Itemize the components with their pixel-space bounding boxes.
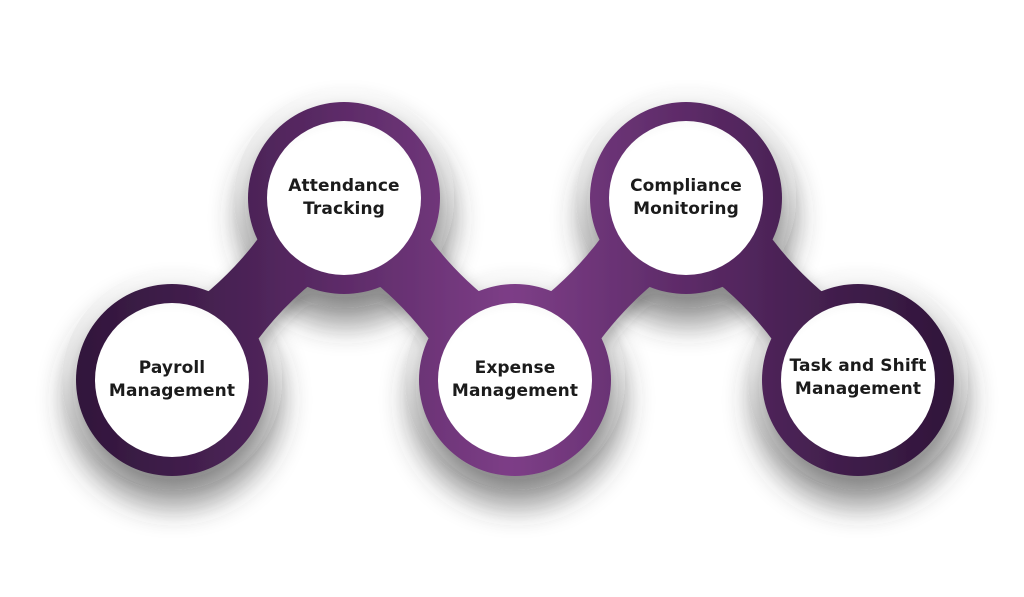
inner-circle [95,303,249,457]
inner-circle [438,303,592,457]
inner-circle [609,121,763,275]
inner-circle [267,121,421,275]
node-inner-discs [95,121,935,457]
inner-circle [781,303,935,457]
